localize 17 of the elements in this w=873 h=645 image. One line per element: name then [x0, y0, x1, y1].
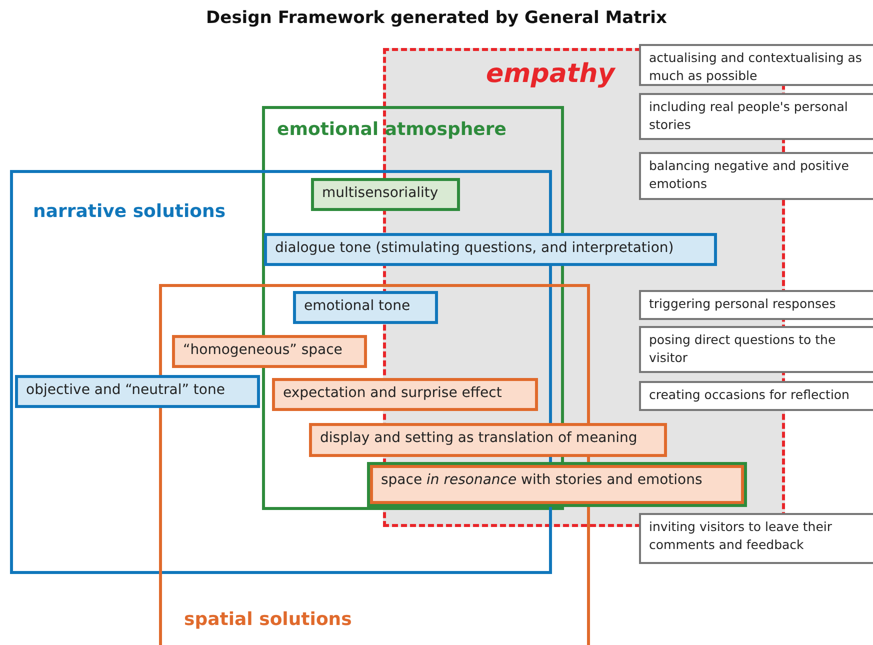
strategy-note: inviting visitors to leave their comments and feedback	[639, 513, 873, 564]
region-title: empathy	[486, 59, 615, 89]
region-title: spatial solutions	[184, 609, 352, 630]
region-title: narrative solutions	[33, 201, 226, 222]
category-tag: emotional tone	[293, 291, 438, 324]
category-tag: dialogue tone (stimulating questions, and interpretation)	[264, 233, 717, 266]
category-tag: expectation and surprise effect	[272, 378, 538, 411]
diagram-title: Design Framework generated by General Matrix	[205, 8, 668, 28]
region-title: emotional atmosphere	[277, 119, 506, 140]
strategy-note: triggering personal responses	[639, 290, 873, 320]
category-tag: “homogeneous” space	[172, 335, 367, 368]
strategy-note: actualising and contextualising as much as possible	[639, 44, 873, 86]
strategy-note: including real people's personal stories	[639, 93, 873, 140]
strategy-note: balancing negative and positive emotions	[639, 152, 873, 200]
strategy-note: posing direct questions to the visitor	[639, 326, 873, 373]
strategy-note: creating occasions for reflection	[639, 381, 873, 411]
category-tag: display and setting as translation of meaning	[309, 423, 667, 457]
